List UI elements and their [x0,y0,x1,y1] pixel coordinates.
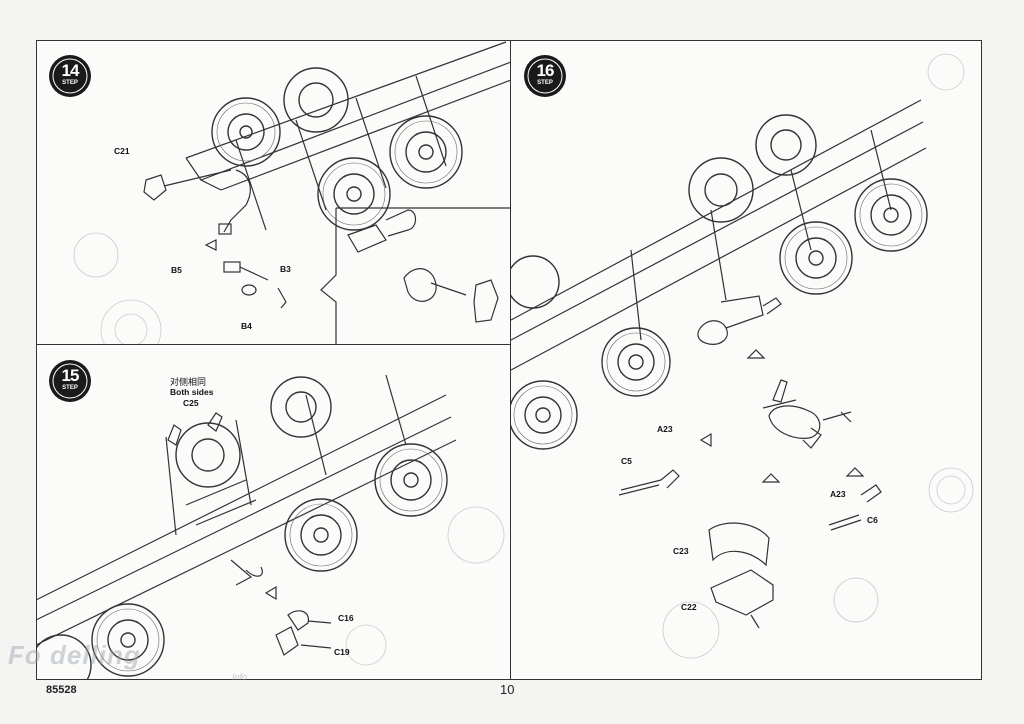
label-c25: C25 [183,398,199,408]
step-14-word: STEP [62,80,78,86]
label-c19: C19 [334,647,350,657]
page-number: 10 [500,682,515,697]
label-b5: B5 [171,265,182,275]
watermark: Fo delling [8,640,141,670]
label-both-sides-en: Both sides [170,387,214,397]
label-c23: C23 [673,546,689,556]
step-14-badge: 14 STEP [48,54,92,98]
label-c22: C22 [681,602,697,612]
step-badge-icon [49,55,91,97]
label-c5: C5 [621,456,632,466]
label-c6: C6 [867,515,878,525]
step-15-word: STEP [62,385,78,391]
step-badge-icon [49,360,91,402]
kit-code: 85528 [46,684,77,696]
step-badge-icon [524,55,566,97]
step-16-word: STEP [537,80,553,86]
step-14-number: 14 [61,61,80,80]
label-both-sides-cn: 对侧相同 [170,377,207,387]
label-c21: C21 [114,146,130,156]
step-15-illustration [36,374,505,680]
step-14-illustration [73,41,510,344]
step-16-illustration [511,53,974,659]
step-14-panel: 14 STEP C21 B5 B3 B4 [36,40,511,345]
page-frame [36,40,982,680]
step-15-panel: 15 STEP 对侧相同 Both sides C25 C16 C19 [36,345,511,680]
step-15-badge: 15 STEP [48,359,92,403]
label-b3: B3 [280,264,291,274]
label-a23-upper: A23 [657,424,673,434]
step-16-panel: 16 STEP A23 C5 A23 C6 C23 C22 [511,40,982,680]
label-b4: B4 [241,321,252,331]
step-15-number: 15 [61,366,80,385]
watermark-sub: Info [232,672,248,682]
label-c16: C16 [338,613,354,623]
step-16-badge: 16 STEP [523,54,567,98]
step-16-number: 16 [536,61,555,80]
label-a23-lower: A23 [830,489,846,499]
